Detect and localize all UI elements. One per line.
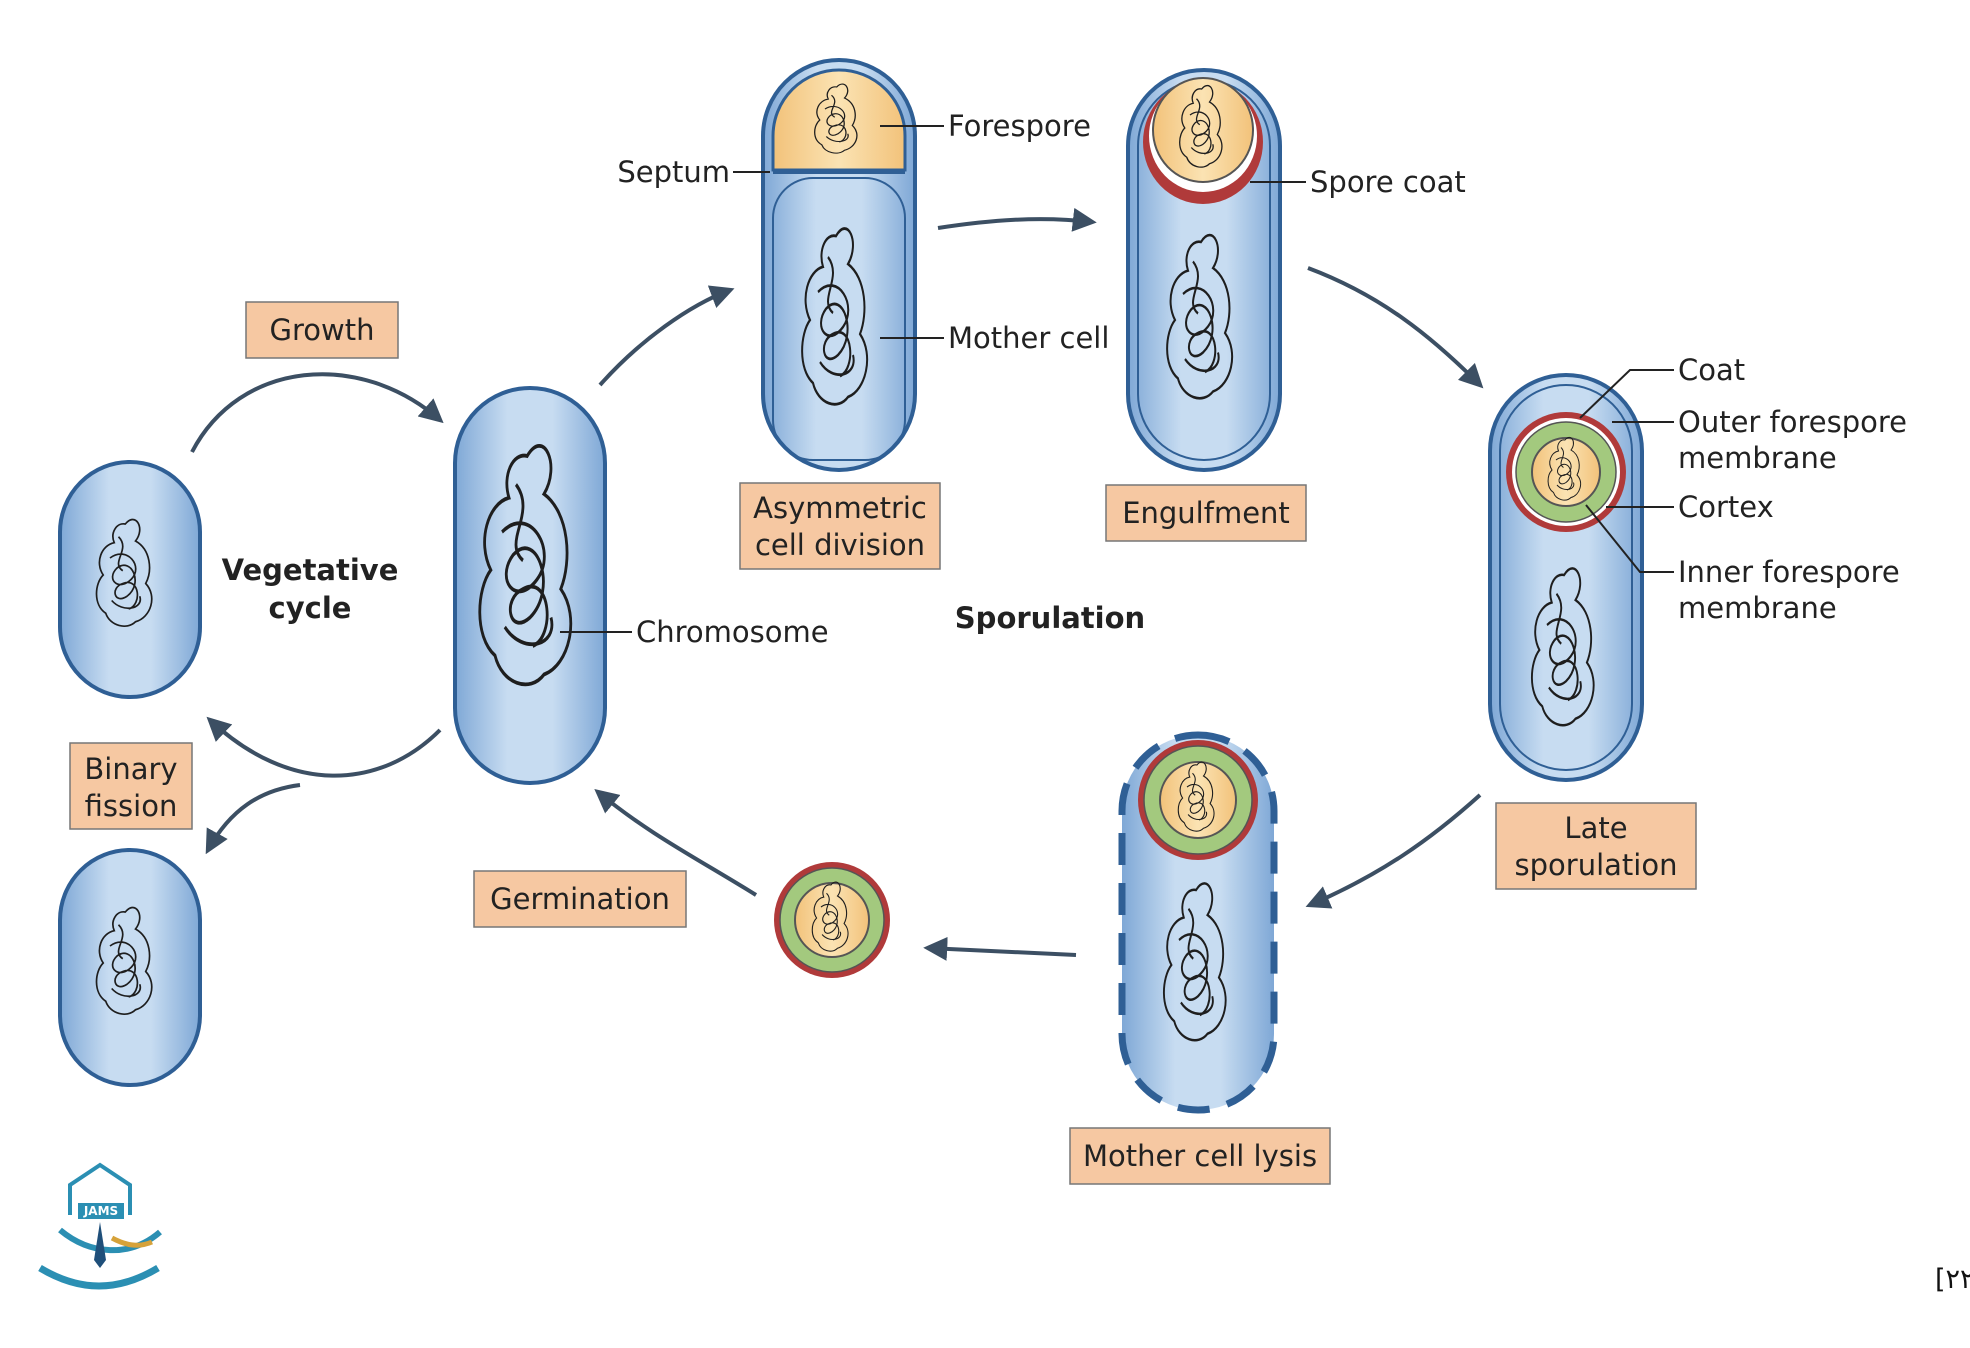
svg-text:Germination: Germination: [490, 882, 670, 916]
svg-text:Late: Late: [1564, 811, 1627, 845]
mother-cell-label: Mother cell: [948, 321, 1109, 355]
outer-membrane-label: Outer forespore: [1678, 405, 1907, 439]
released-spore: [774, 862, 890, 978]
chromosome-label: Chromosome: [636, 615, 829, 649]
vegetative-cycle-label: Vegetative cycle: [222, 553, 399, 625]
spore-coat-label: Spore coat: [1310, 165, 1466, 199]
septum-label: Septum: [617, 155, 730, 189]
svg-text:cycle: cycle: [269, 591, 352, 625]
sporulation-label: Sporulation: [955, 601, 1145, 635]
fission-arrow-up: [206, 716, 442, 778]
engulfment-label: Engulfment: [1105, 484, 1307, 542]
svg-text:fission: fission: [85, 789, 178, 823]
lysis-cell: [1118, 731, 1278, 1114]
inner-membrane-label: Inner forespore: [1678, 555, 1900, 589]
svg-text:Vegetative: Vegetative: [222, 553, 399, 587]
late-sporulation-label: Late sporulation: [1495, 802, 1697, 890]
svg-text:Binary: Binary: [84, 752, 177, 786]
svg-text:cell division: cell division: [755, 528, 925, 562]
inner-membrane-label-2: membrane: [1678, 591, 1837, 625]
mother-cell-lysis-label: Mother cell lysis: [1069, 1127, 1331, 1185]
forespore-label: Forespore: [948, 109, 1091, 143]
svg-text:JAMS: JAMS: [83, 1204, 118, 1218]
cortex-label: Cortex: [1678, 490, 1774, 524]
growth-label: Growth: [245, 301, 399, 359]
jams-logo: JAMS: [38, 1162, 162, 1290]
vegetative-cell-bottom: [58, 848, 202, 1087]
binary-fission-label: Binary fission: [69, 742, 193, 830]
svg-text:Growth: Growth: [270, 313, 375, 347]
svg-text:sporulation: sporulation: [1515, 848, 1678, 882]
germination-label: Germination: [473, 870, 687, 928]
svg-text:Mother cell lysis: Mother cell lysis: [1083, 1139, 1317, 1173]
late-sporulation-cell: [1488, 373, 1644, 782]
coat-label: Coat: [1678, 353, 1745, 387]
asymmetric-cell: [761, 58, 917, 472]
figure-caption: تصویر ۱. چرخه اسپورزایی و جوانه‌زنی در ب…: [1935, 1264, 1970, 1295]
central-cell: [453, 386, 607, 785]
engulfment-cell: [1126, 68, 1282, 472]
svg-text:Engulfment: Engulfment: [1122, 496, 1290, 530]
growth-arrow: [190, 372, 444, 453]
svg-text:Asymmetric: Asymmetric: [753, 491, 927, 525]
fission-arrow-down: [205, 783, 301, 855]
vegetative-cell-top: [58, 460, 202, 699]
asymmetric-division-label: Asymmetric cell division: [739, 482, 941, 570]
outer-membrane-label-2: membrane: [1678, 441, 1837, 475]
